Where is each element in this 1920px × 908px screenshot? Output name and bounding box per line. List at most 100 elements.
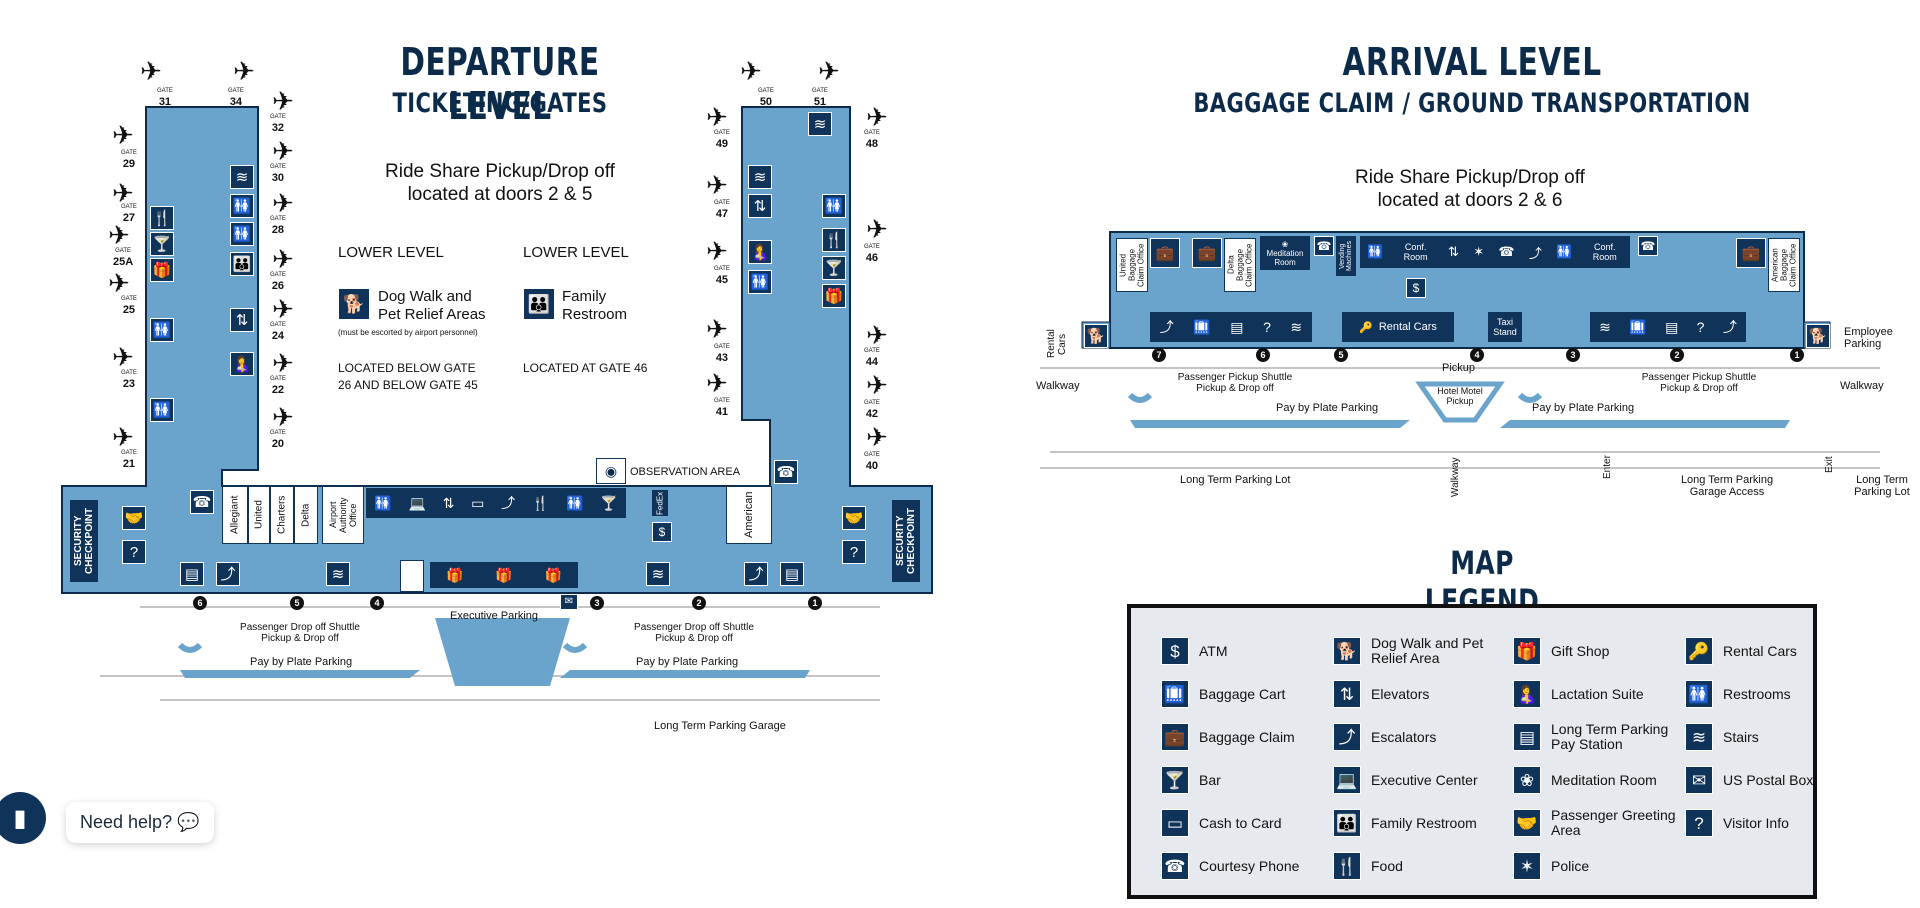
door-1: 1 — [1790, 348, 1804, 362]
enter-label: Enter — [1602, 455, 1613, 479]
dog-icon: 🐕 — [1333, 637, 1361, 665]
legend-item-label: Food — [1371, 857, 1403, 874]
pay-by-plate-left: Pay by Plate Parking — [250, 656, 353, 668]
taxi-stand: Taxi Stand — [1488, 312, 1522, 342]
legend-item: ☎Courtesy Phone — [1161, 852, 1333, 880]
door-box — [400, 560, 424, 592]
dog-icon: 🐕 — [338, 288, 370, 320]
door-4: 4 — [1470, 348, 1484, 362]
plane-icon: ✈ — [272, 188, 294, 218]
plane-icon: ✈ — [740, 56, 762, 86]
location-at-note: LOCATED AT GATE 46 — [523, 361, 648, 375]
legend-item: ▤Long Term Parking Pay Station — [1513, 722, 1685, 752]
stairs-icon: ≋ — [808, 112, 832, 136]
plane-icon: ✈ — [866, 370, 888, 400]
legend-item: ≋Stairs — [1685, 722, 1835, 752]
employee-parking-label: Employee Parking — [1844, 326, 1893, 350]
pay-station-icon: ▤ — [780, 562, 804, 586]
door-2: 2 — [1670, 348, 1684, 362]
legend-item-label: Elevators — [1371, 685, 1430, 702]
legend-item-label: Long Term Parking Pay Station — [1551, 721, 1669, 752]
legend-item: ❀ Meditation Room — [1513, 766, 1685, 794]
stairs-icon: ≋ — [230, 165, 254, 189]
restroom-icon: 🚻 — [230, 194, 254, 218]
chat-button[interactable]: ▮ — [0, 792, 46, 844]
plane-icon: ✈ — [818, 56, 840, 86]
plane-icon: ✈ — [272, 294, 294, 324]
arrival-ride-share-note: Ride Share Pickup/Drop off located at do… — [1355, 167, 1585, 211]
lotus-icon: ❀ — [1281, 239, 1289, 249]
elevator-icon: ⇅ — [1333, 680, 1361, 708]
door-4: 4 — [370, 596, 384, 610]
legend-item-label: Executive Center — [1371, 771, 1478, 788]
gift-icon: 🎁 — [150, 258, 174, 282]
legend-item-label: Escalators — [1371, 728, 1437, 745]
door-2: 2 — [692, 596, 706, 610]
arrival-amenity-strip: 🚻 Conf. Room ⇅ ✶ ☎ ⤴ 🚻 Conf. Room — [1360, 236, 1630, 268]
plane-icon: ✈ — [108, 268, 130, 298]
legend-item: $ATM — [1161, 636, 1333, 666]
plane-icon: ✈ — [233, 56, 255, 86]
stairs-icon: ≋ — [748, 165, 772, 189]
escort-note: (must be escorted by airport personnel) — [338, 328, 478, 337]
walkway-left: Walkway — [1036, 380, 1080, 392]
plane-icon: ✈ — [112, 422, 134, 452]
gift-icon: 🎁 — [445, 566, 464, 583]
legend-item-label: Baggage Claim — [1199, 728, 1295, 745]
long-term-lot-label: Long Term Parking Lot — [1180, 474, 1291, 486]
restroom-icon: 🚻 — [748, 270, 772, 294]
phone-icon: ☎ — [1498, 244, 1515, 259]
drop-off-label-right: Passenger Drop off Shuttle Pickup & Drop… — [634, 622, 754, 644]
laptop-icon: 💻 — [1333, 766, 1361, 794]
lactation-icon: 🤱 — [1513, 680, 1541, 708]
family-icon: 👪 — [230, 252, 254, 276]
legend-item: 🚻Restrooms — [1685, 680, 1835, 708]
pickup-label-left: Passenger Pickup Shuttle Pickup & Drop o… — [1177, 372, 1293, 394]
gift-icon: 🎁 — [544, 566, 563, 583]
pay-by-plate-right: Pay by Plate Parking — [636, 656, 739, 668]
legend-item: 🤱Lactation Suite — [1513, 680, 1685, 708]
key-icon: 🔑 — [1359, 321, 1373, 334]
exit-label: Exit — [1824, 456, 1835, 474]
walkway-center: Walkway — [1450, 457, 1461, 497]
family-icon: 👪 — [1333, 809, 1361, 837]
cart-icon: 🛄 — [1161, 680, 1189, 708]
long-term-lot-right: Long Term Parking Lot — [1854, 474, 1910, 498]
plane-icon: ✈ — [112, 120, 134, 150]
garage-label: Long Term Parking Garage — [654, 720, 786, 732]
info-icon: ? — [1263, 319, 1271, 335]
gift-icon: 🎁 — [1513, 637, 1541, 665]
door-5: 5 — [290, 596, 304, 610]
plane-icon: ✈ — [140, 56, 162, 86]
lotus-icon: ❀ — [1513, 766, 1541, 794]
baggage-icon: 💼 — [1192, 238, 1222, 268]
key-icon: 🔑 — [1685, 637, 1713, 665]
restroom-icon: 🚻 — [150, 318, 174, 342]
restroom-icon: 🚻 — [1367, 244, 1384, 259]
gift-icon: 🎁 — [822, 284, 846, 308]
gift-shop-strip: 🎁 🎁 🎁 — [430, 562, 578, 588]
mail-icon: ✉ — [560, 594, 578, 610]
drop-off-label-left: Passenger Drop off Shuttle Pickup & Drop… — [240, 622, 360, 644]
walkway-right: Walkway — [1840, 380, 1884, 392]
plane-icon: ✈ — [866, 214, 888, 244]
baggage-icon: 💼 — [1150, 238, 1180, 268]
phone-icon: ☎ — [1161, 852, 1189, 880]
legend-item: ?Visitor Info — [1685, 808, 1835, 838]
departure-subtitle: TICKETING/GATES — [392, 88, 608, 119]
legend-item-label: Meditation Room — [1551, 771, 1657, 788]
help-prompt[interactable]: Need help? 💬 — [66, 802, 214, 843]
food-icon: 🍴 — [150, 206, 174, 230]
plane-icon: ✈ — [706, 314, 728, 344]
legend-item: 🍴Food — [1333, 852, 1513, 880]
